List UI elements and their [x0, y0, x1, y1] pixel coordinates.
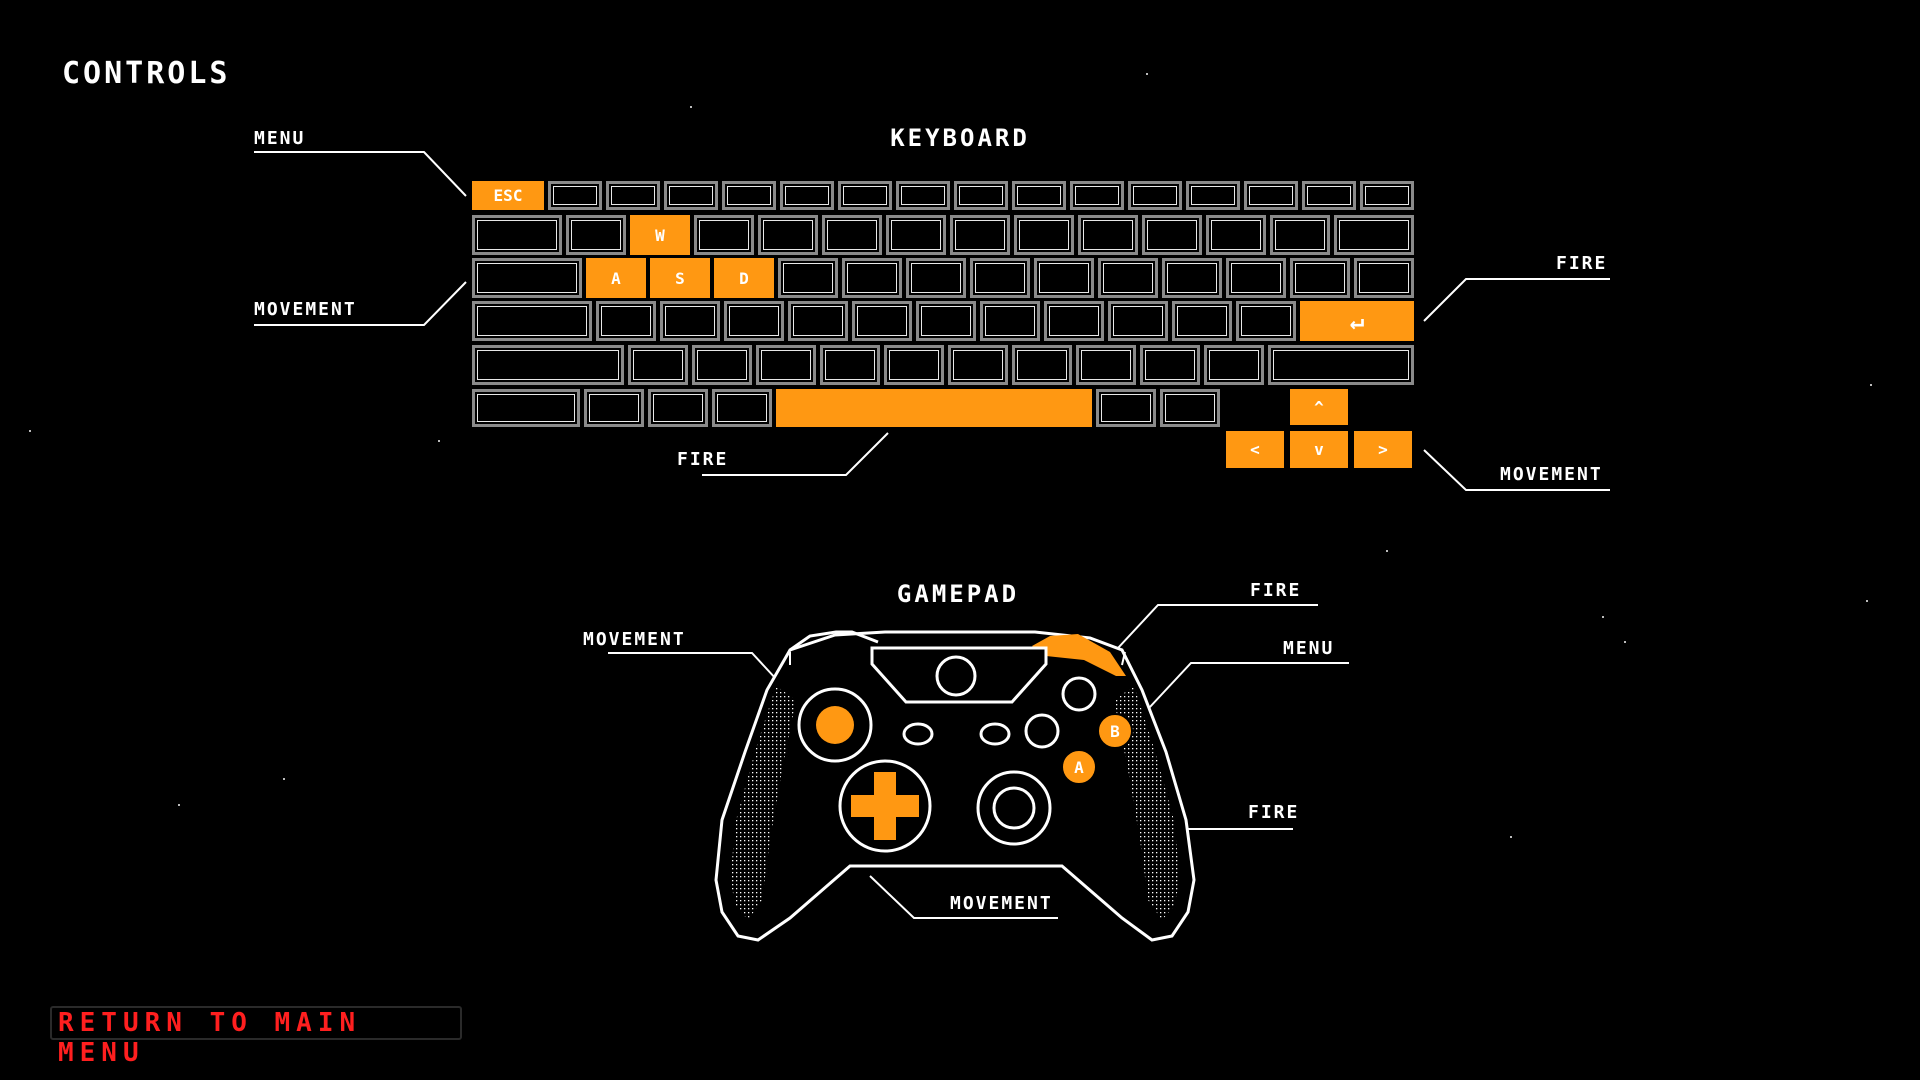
label-fire-trigger: FIRE: [1250, 580, 1302, 601]
key-arrow-up: ^: [1290, 389, 1348, 425]
label-fire-a: FIRE: [1248, 802, 1300, 823]
key: [1334, 215, 1414, 255]
callout-lines: [254, 151, 1610, 919]
key: [1172, 301, 1232, 341]
key: [1012, 345, 1072, 385]
label-menu: MENU: [254, 128, 306, 149]
key: [722, 181, 776, 210]
key: [884, 345, 944, 385]
key: [906, 258, 966, 298]
key: [1360, 181, 1414, 210]
key: [566, 215, 626, 255]
key-arrow-down: v: [1290, 431, 1348, 468]
key: [1034, 258, 1094, 298]
key: [852, 301, 912, 341]
key: [1142, 215, 1202, 255]
key: [1302, 181, 1356, 210]
key-arrow-left: <: [1226, 431, 1284, 468]
key: [1076, 345, 1136, 385]
key: [1012, 181, 1066, 210]
label-menu-gamepad: MENU: [1283, 638, 1335, 659]
key: [472, 301, 592, 341]
key-d: D: [714, 258, 774, 298]
key: [780, 181, 834, 210]
key: [606, 181, 660, 210]
label-fire-enter: FIRE: [1556, 253, 1608, 274]
key: [660, 301, 720, 341]
key: [916, 301, 976, 341]
key: [1014, 215, 1074, 255]
key: [724, 301, 784, 341]
key-w: W: [630, 215, 690, 255]
key: [1290, 258, 1350, 298]
key-arrow-right: >: [1354, 431, 1412, 468]
key: [712, 389, 772, 427]
key: [1236, 301, 1296, 341]
key: [886, 215, 946, 255]
key: [1070, 181, 1124, 210]
key: [584, 389, 644, 427]
key: [548, 181, 602, 210]
key: [1098, 258, 1158, 298]
key: [788, 301, 848, 341]
key: [694, 215, 754, 255]
label-movement-dpad: MOVEMENT: [950, 893, 1053, 914]
key: [1244, 181, 1298, 210]
key: [692, 345, 752, 385]
key: [1096, 389, 1156, 427]
key: [820, 345, 880, 385]
key-s: S: [650, 258, 710, 298]
key: [954, 181, 1008, 210]
key: [648, 389, 708, 427]
key: [758, 215, 818, 255]
label-movement-stick: MOVEMENT: [583, 629, 686, 650]
button-a-label: A: [1074, 758, 1084, 777]
key: [472, 389, 580, 427]
key-esc: ESC: [472, 181, 544, 210]
key: [1128, 181, 1182, 210]
key: [472, 258, 582, 298]
page-title: CONTROLS: [62, 56, 231, 91]
key: [1044, 301, 1104, 341]
label-fire-space: FIRE: [677, 449, 729, 470]
key: [1162, 258, 1222, 298]
key: [822, 215, 882, 255]
key: [1204, 345, 1264, 385]
button-b-label: B: [1110, 722, 1120, 741]
key-a: A: [586, 258, 646, 298]
key: [1226, 258, 1286, 298]
key: [950, 215, 1010, 255]
key: [896, 181, 950, 210]
key: [756, 345, 816, 385]
key-enter: ↵: [1300, 301, 1414, 341]
key: [1354, 258, 1414, 298]
key: [472, 345, 624, 385]
keyboard-title: KEYBOARD: [890, 124, 1030, 152]
key: [472, 215, 562, 255]
key: [1140, 345, 1200, 385]
key: [778, 258, 838, 298]
return-to-main-menu-button[interactable]: RETURN TO MAIN MENU: [50, 1006, 462, 1068]
gamepad-title: GAMEPAD: [896, 580, 1020, 608]
key: [1078, 215, 1138, 255]
key: [1206, 215, 1266, 255]
key: [1108, 301, 1168, 341]
key: [970, 258, 1030, 298]
key: [838, 181, 892, 210]
gamepad-body: B A: [714, 630, 1196, 942]
label-movement-arrows: MOVEMENT: [1500, 464, 1603, 485]
key: [842, 258, 902, 298]
label-movement-wasd: MOVEMENT: [254, 299, 357, 320]
key: [664, 181, 718, 210]
key-space: [776, 389, 1092, 427]
key: [1268, 345, 1414, 385]
key: [1270, 215, 1330, 255]
key: [1160, 389, 1220, 427]
key: [980, 301, 1040, 341]
key: [628, 345, 688, 385]
key: [596, 301, 656, 341]
key: [1186, 181, 1240, 210]
key: [948, 345, 1008, 385]
